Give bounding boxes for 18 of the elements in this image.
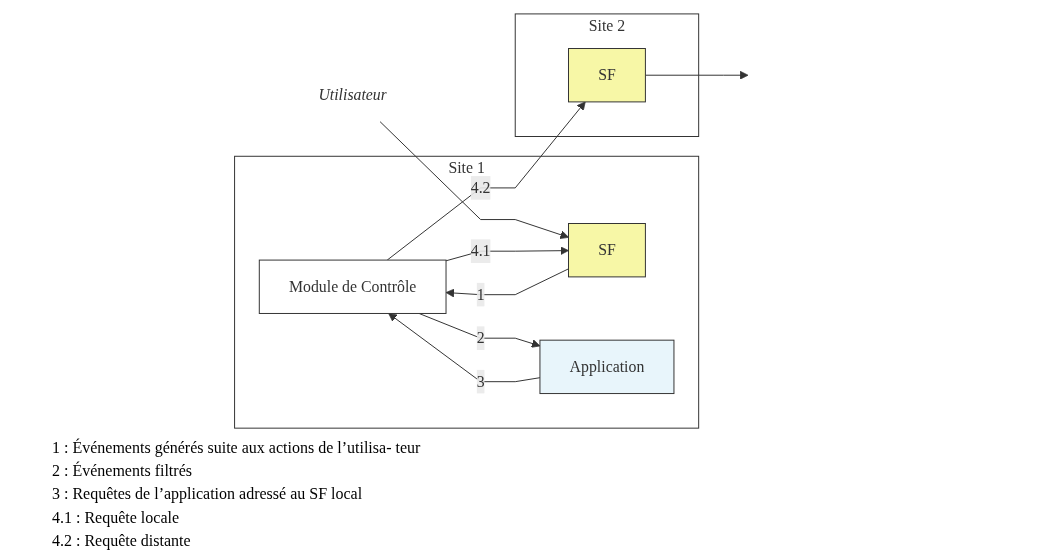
node-box (568, 223, 646, 278)
node-box (258, 259, 447, 314)
node-box (568, 48, 646, 103)
cluster (234, 155, 700, 429)
flow-diagram: Site 2 Site 1 1 4.1 2 3 4.2 Module de Contrôle SF Application Utilisateur SF (12, 6, 1030, 437)
edge-label: 3 (476, 372, 485, 390)
node-text: Utilisateur (318, 86, 387, 103)
edge-label: 4.2 (470, 179, 491, 196)
legend-note: 2 : Événements filtrés (52, 460, 193, 482)
cluster (514, 13, 700, 137)
node-box (539, 339, 675, 395)
edge-label: 1 (476, 285, 485, 303)
legend-note: 3 : Requêtes de l’application adressé au SF local (52, 484, 364, 505)
edge-label: 4.1 (470, 242, 491, 260)
edge-label: 2 (476, 329, 485, 347)
legend-note: 1 : Événements générés suite aux actions de l’utilisa- teur (52, 437, 422, 459)
legend-note: 4.1 : Requête locale (52, 507, 181, 529)
legend-note: 4.2 : Requête distante (52, 530, 192, 552)
